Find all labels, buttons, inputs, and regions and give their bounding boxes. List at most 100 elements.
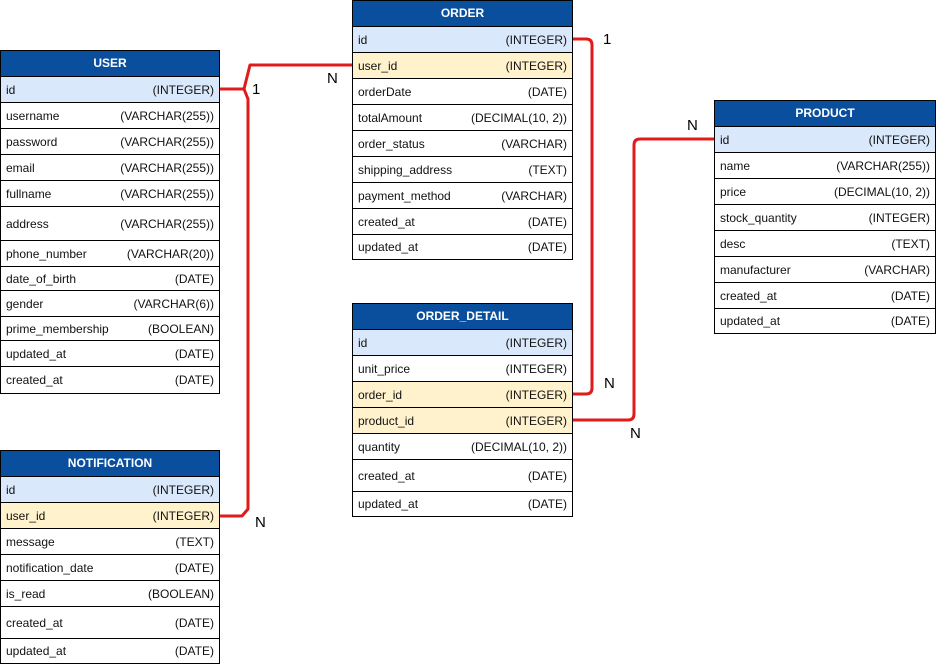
column-type: (DATE) [174, 560, 214, 575]
order-table-title: ORDER [353, 1, 572, 27]
notification-row-is-read: is_read(BOOLEAN) [1, 581, 219, 607]
user-table: USER id(INTEGER)username(VARCHAR(255))pa… [0, 50, 220, 394]
column-name: totalAmount [358, 110, 423, 125]
product-side-label: N [687, 117, 698, 134]
column-type: (VARCHAR(255)) [836, 158, 930, 173]
column-name: updated_at [6, 644, 67, 658]
column-type: (TEXT) [891, 236, 930, 251]
column-type: (DATE) [174, 615, 214, 630]
user-row-username: username(VARCHAR(255)) [1, 103, 219, 129]
order-detail-row-product-id: product_id(INTEGER) [353, 408, 572, 434]
column-name: unit_price [358, 361, 411, 376]
column-type: (DATE) [890, 288, 930, 303]
column-name: payment_method [358, 188, 451, 203]
product-table: PRODUCT id(INTEGER)name(VARCHAR(255))pri… [714, 100, 936, 334]
column-name: manufacturer [720, 262, 791, 277]
column-type: (INTEGER) [152, 82, 214, 97]
column-name: order_id [358, 387, 403, 402]
user-table-title: USER [1, 51, 219, 77]
column-type: (INTEGER) [868, 210, 930, 225]
order-detail-row-id: id(INTEGER) [353, 330, 572, 356]
column-name: updated_at [358, 497, 419, 511]
user-row-date-of-birth: date_of_birth(DATE) [1, 267, 219, 291]
column-name: id [6, 82, 16, 97]
column-name: id [358, 335, 368, 350]
product-orderdetail-link [573, 137, 714, 422]
column-name: notification_date [6, 560, 94, 575]
user-notification-link [220, 87, 250, 518]
column-type: (BOOLEAN) [147, 586, 214, 601]
user-order-one-label: 1 [252, 81, 261, 98]
column-name: prime_membership [6, 321, 109, 336]
notification-table-title: NOTIFICATION [1, 451, 219, 477]
column-type: (VARCHAR(255)) [120, 186, 214, 201]
column-type: (VARCHAR) [501, 136, 567, 151]
column-type: (INTEGER) [505, 387, 567, 402]
column-name: order_status [358, 136, 425, 151]
order-row-order-status: order_status (VARCHAR) [353, 131, 572, 157]
column-name: address [6, 216, 49, 231]
product-row-updated-at: updated_at(DATE) [715, 309, 935, 333]
column-type: (VARCHAR(255)) [120, 160, 214, 175]
column-name: created_at [6, 373, 63, 387]
column-name: updated_at [6, 346, 67, 361]
column-type: (VARCHAR(255)) [120, 216, 214, 231]
user-row-created-at: created_at (DATE) [1, 367, 219, 393]
column-type: (INTEGER) [152, 482, 214, 497]
product-row-id: id(INTEGER) [715, 127, 935, 153]
order-row-id: id(INTEGER) [353, 27, 572, 53]
column-type: (DATE) [174, 373, 214, 387]
column-type: (INTEGER) [505, 58, 567, 73]
column-name: created_at [720, 288, 777, 303]
notification-row-user-id: user_id(INTEGER) [1, 503, 219, 529]
notification-row-updated-at: updated_at(DATE) [1, 639, 219, 663]
column-type: (TEXT) [528, 162, 567, 177]
product-row-name: name(VARCHAR(255)) [715, 153, 935, 179]
column-name: price [720, 184, 747, 199]
column-type: (INTEGER) [505, 361, 567, 376]
user-row-phone-number: phone_number (VARCHAR(20)) [1, 241, 219, 267]
order-row-created-at: created_at (DATE) [353, 209, 572, 235]
user-row-email: email (VARCHAR(255)) [1, 155, 219, 181]
order-row-updated-at: updated_at(DATE) [353, 235, 572, 259]
column-name: created_at [358, 468, 415, 483]
column-name: stock_quantity [720, 210, 797, 225]
column-type: (INTEGER) [152, 508, 214, 523]
column-name: updated_at [720, 314, 781, 328]
order-table: ORDER id(INTEGER)user_id(INTEGER)orderDa… [352, 0, 573, 260]
column-name: phone_number [6, 246, 87, 261]
column-type: (DECIMAL(10, 2)) [470, 110, 567, 125]
column-type: (DECIMAL(10, 2)) [833, 184, 930, 199]
column-type: (VARCHAR(20)) [126, 246, 214, 261]
column-type: (TEXT) [175, 534, 214, 549]
order-row-totalAmount: totalAmount (DECIMAL(10, 2)) [353, 105, 572, 131]
user-order-many-label: N [327, 70, 338, 87]
column-type: (DECIMAL(10, 2)) [470, 439, 567, 454]
user-row-gender: gender(VARCHAR(6)) [1, 291, 219, 317]
column-name: message [6, 534, 55, 549]
column-name: password [6, 134, 58, 149]
user-row-fullname: fullname (VARCHAR(255)) [1, 181, 219, 207]
column-name: id [358, 32, 368, 47]
product-table-title: PRODUCT [715, 101, 935, 127]
user-row-password: password (VARCHAR(255)) [1, 129, 219, 155]
column-name: id [720, 132, 730, 147]
column-type: (VARCHAR) [501, 188, 567, 203]
column-name: created_at [358, 214, 415, 229]
column-name: desc [720, 236, 746, 251]
orderdetail-order-many-label: N [604, 375, 615, 392]
column-type: (DATE) [174, 346, 214, 361]
column-type: (VARCHAR(255)) [120, 134, 214, 149]
column-name: date_of_birth [6, 271, 77, 286]
user-row-id: id (INTEGER) [1, 77, 219, 103]
product-row-price: price (DECIMAL(10, 2)) [715, 179, 935, 205]
product-row-manufacturer: manufacturer(VARCHAR) [715, 257, 935, 283]
column-name: email [6, 160, 35, 175]
column-type: (DATE) [527, 214, 567, 229]
column-name: fullname [6, 186, 52, 201]
notification-row-notification-date: notification_date (DATE) [1, 555, 219, 581]
order-one-label: 1 [603, 31, 612, 48]
order-detail-row-quantity: quantity(DECIMAL(10, 2)) [353, 434, 572, 460]
notification-many-label: N [255, 514, 266, 531]
